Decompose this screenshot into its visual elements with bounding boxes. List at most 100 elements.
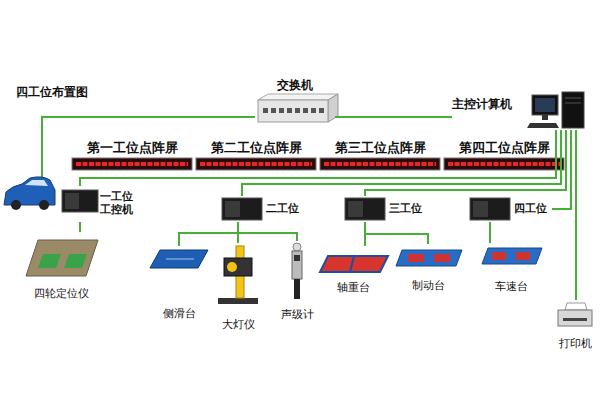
device-label: 大灯仪	[222, 318, 255, 331]
car-window	[25, 180, 48, 186]
led-screen	[320, 158, 440, 170]
speed-roller	[492, 252, 506, 260]
switch-top	[258, 94, 338, 100]
switch-port	[271, 108, 276, 113]
device-node: 三工位	[343, 196, 427, 222]
printer-body	[558, 310, 592, 326]
device-label: 三工位	[389, 202, 422, 215]
sideslip-plate	[150, 250, 208, 268]
network-connector	[238, 222, 297, 241]
monitor-stand	[542, 115, 548, 120]
device-label: 车速台	[495, 280, 528, 293]
device-label: 第一工位点阵屏	[87, 140, 178, 156]
brake-roller	[434, 254, 450, 262]
network-connector	[179, 222, 238, 246]
network-connector	[79, 222, 81, 232]
network-connector	[335, 116, 452, 118]
device-label: 打印机	[559, 337, 592, 350]
device-node: 车速台	[478, 243, 544, 293]
ipc-box	[345, 198, 385, 220]
pc-drive	[565, 98, 581, 99]
switch-port	[311, 108, 316, 113]
speed-plate	[482, 248, 542, 264]
device-node: 声级计	[279, 241, 316, 321]
device-node: 四轮定位仪	[22, 232, 100, 300]
sideslip-stripe	[166, 259, 194, 260]
printer-paper	[565, 303, 587, 310]
ipc-panel	[65, 193, 79, 209]
device-node: 轴重台	[318, 246, 388, 294]
aligner-pad	[38, 254, 61, 268]
switch-port	[295, 108, 300, 113]
device-label: 四轮定位仪	[34, 287, 89, 300]
switch-port	[287, 108, 292, 113]
led-glow	[200, 162, 312, 166]
switch-front	[258, 100, 328, 122]
meter-handle	[294, 279, 300, 299]
led-glow	[76, 162, 188, 166]
device-label: 二工位	[266, 202, 299, 215]
monitor-screen	[535, 98, 555, 112]
switch-port	[319, 108, 324, 113]
network-connector	[489, 222, 491, 243]
device-label: 轴重台	[337, 281, 370, 294]
meter-display	[294, 255, 300, 261]
device-label: 主控计算机	[452, 97, 512, 111]
network-connector	[80, 130, 556, 186]
device-node: 交换机	[255, 78, 335, 126]
device-node: 打印机	[553, 300, 597, 350]
ipc-box	[470, 198, 510, 220]
device-label: 四工位	[514, 202, 547, 215]
device-label: 第二工位点阵屏	[211, 140, 302, 156]
ipc-panel	[473, 201, 488, 217]
device-node: 第三工位点阵屏	[320, 140, 440, 171]
switch-port	[303, 108, 308, 113]
ipc-panel	[348, 201, 363, 217]
network-connector	[575, 130, 577, 300]
led-screen	[196, 158, 316, 170]
diagram-title: 四工位布置图	[16, 84, 88, 101]
network-connector	[365, 130, 566, 196]
device-label: 第四工位点阵屏	[459, 140, 550, 156]
ipc-box	[62, 190, 98, 212]
brake-roller	[408, 254, 424, 262]
axle-split	[350, 256, 354, 272]
ipc-panel	[225, 201, 240, 217]
device-node: 四工位	[468, 196, 552, 222]
device-node: 一工位 工控机	[60, 186, 144, 222]
ipc-box	[222, 198, 262, 220]
keyboard	[527, 123, 559, 128]
device-label: 声级计	[281, 308, 314, 321]
device-node: 二工位	[220, 196, 304, 222]
device-node: 主控计算机	[452, 90, 587, 130]
lamp-lens	[227, 262, 237, 272]
device-node: 大灯仪	[212, 243, 264, 331]
device-node: 第四工位点阵屏	[444, 140, 564, 171]
monitor	[532, 95, 558, 115]
meter-mic	[293, 243, 301, 251]
network-connector	[552, 130, 571, 209]
device-node: 侧滑台	[148, 246, 210, 320]
switch-port	[279, 108, 284, 113]
device-node: 制动台	[393, 244, 463, 292]
device-node: 第一工位点阵屏	[72, 140, 192, 171]
switch-port	[263, 108, 268, 113]
device-label: 交换机	[277, 78, 313, 92]
aligner-pad	[64, 254, 87, 268]
device-label: 侧滑台	[163, 307, 196, 320]
car-wheel	[11, 200, 21, 210]
car-body	[4, 177, 55, 205]
led-screen	[444, 158, 564, 170]
speed-roller	[516, 252, 530, 260]
aligner-slab	[26, 240, 98, 276]
led-glow	[324, 162, 436, 166]
network-connector	[242, 130, 561, 196]
lamp-base	[218, 298, 258, 304]
device-label: 第三工位点阵屏	[335, 140, 426, 156]
pc-tower	[562, 92, 584, 128]
led-screen	[72, 158, 192, 170]
